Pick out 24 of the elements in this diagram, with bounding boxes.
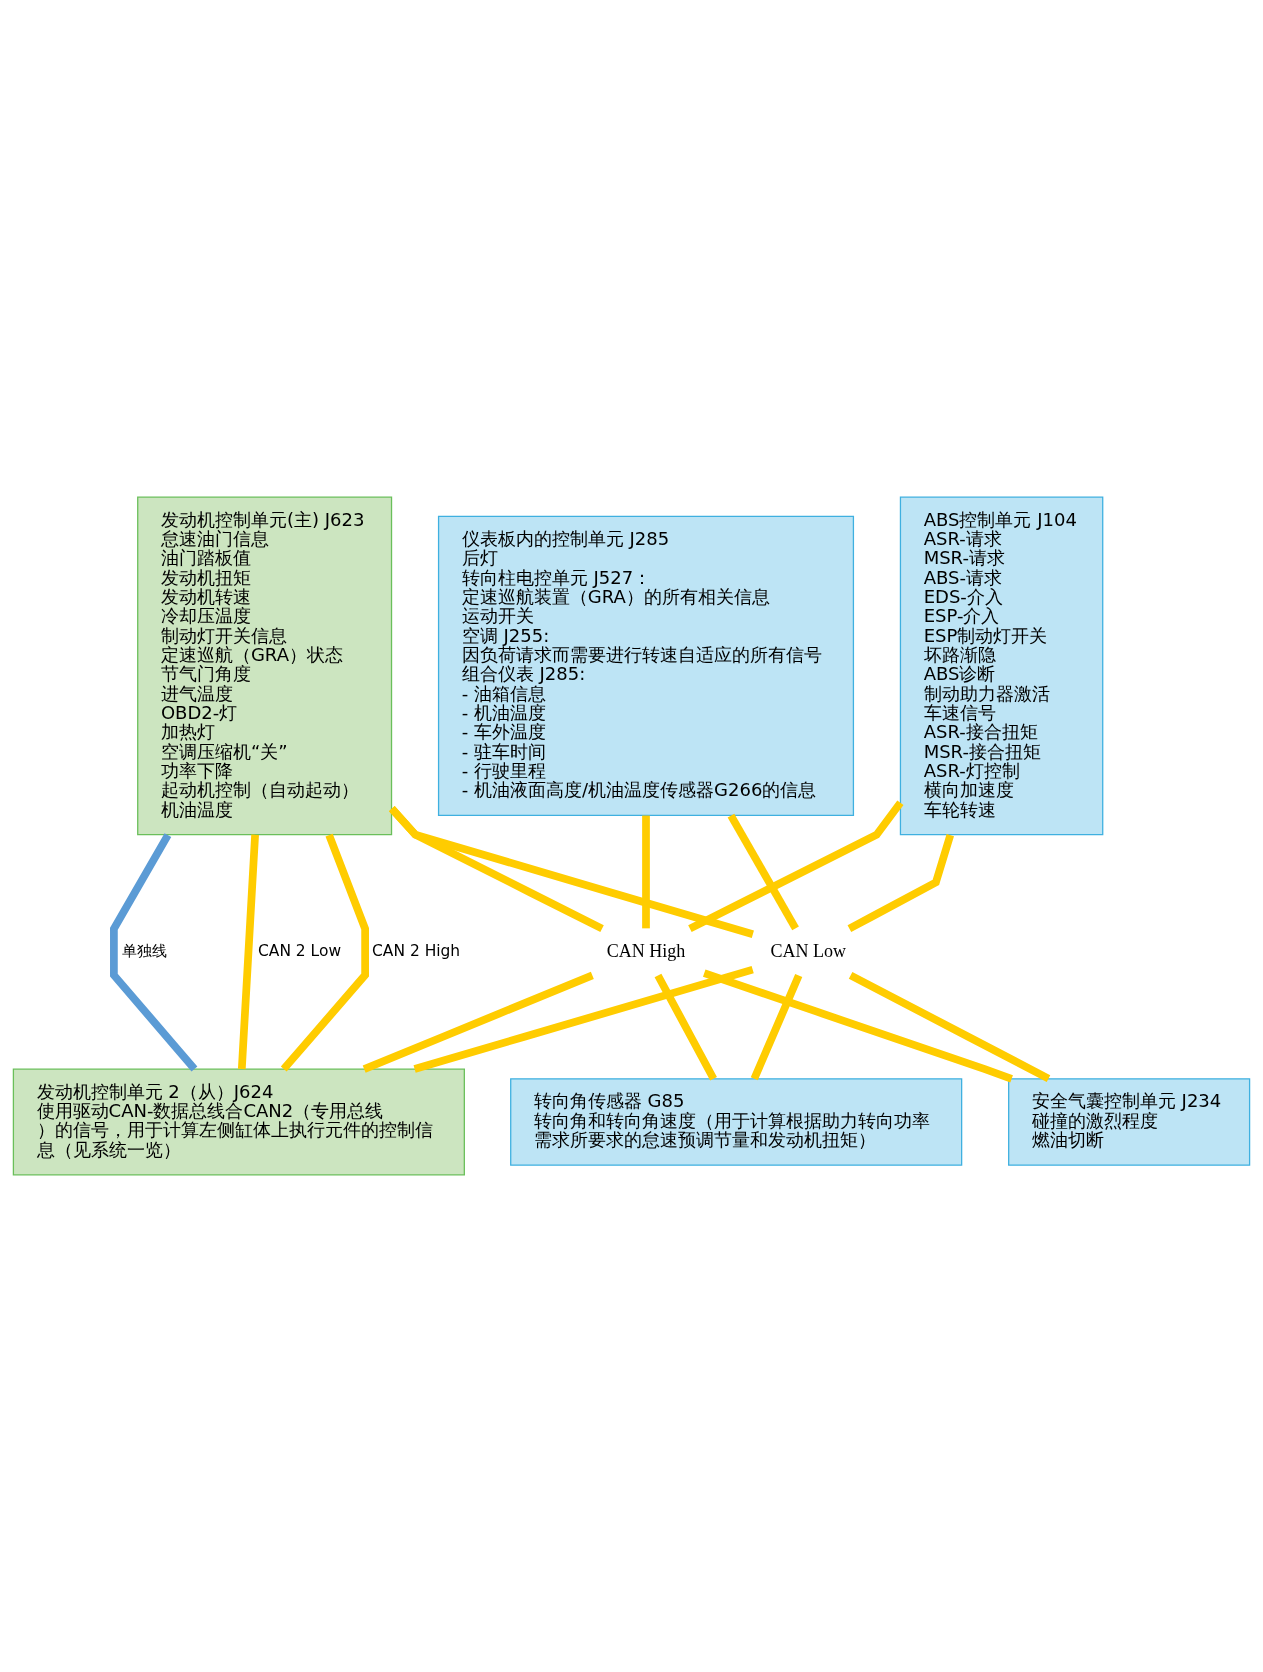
node-text: CAN High	[606, 940, 686, 961]
connector	[388, 805, 754, 938]
connector	[280, 833, 369, 1072]
connector	[362, 971, 594, 1073]
node-box: 发动机控制单元 2（从）J624 使用驱动CAN-数据总线合CAN2（专用总线）的信号，用于计算左侧缸体上执行元件的控制信息（见系统一览）	[12, 1068, 465, 1176]
connector	[110, 833, 198, 1072]
node-box: ABS控制单元 J104 ASR-请求 MSR-请求 ABS-请求 EDS-介入 ESP-介入 ESP制动灯开关 坏路渐隐 ABS诊断 制动助力器激活 车速信号 ASR-接合扭矩 MSR-接合扭矩 ASR-灯控制 横向加速度 车轮转速	[899, 496, 1104, 836]
connector	[750, 973, 803, 1081]
node-box: 仪表板内的控制单元 J285 后灯 转向柱电控单元 J527： 定速巡航装置（GRA）的所有相关信息 运动开关 空调 J255: 因负荷请求而需要进行转速自适应的所有信号 组合仪表 J285: - 油箱信息 - 机油温度 - 车外温度 - 驻车时间 - 行驶里程 - 机油液面高度/机油温度传感器G266的信息	[437, 515, 855, 817]
edge-label: CAN 2 Low	[258, 941, 342, 960]
edge-label: CAN 2 High	[372, 941, 461, 960]
node-box: 安全气囊控制单元 J234 碰撞的激烈程度 燃油切断	[1008, 1078, 1251, 1166]
connector	[413, 965, 754, 1073]
connector	[727, 813, 799, 931]
connector	[688, 800, 904, 933]
edge-label: 单独线	[122, 941, 168, 960]
node-text: CAN Low	[770, 940, 847, 961]
node-box: 发动机控制单元(主) J623 怠速油门信息 油门踏板值 发动机扭矩 发动机转速 冷却压温度 制动灯开关信息 定速巡航（GRA）状态 节气门角度 进气温度 OBD2-灯 加热灯 空调压缩机“关” 功率下降 起动机控制（自动起动） 机油温度	[137, 496, 393, 836]
connector	[237, 834, 259, 1070]
node-box: 转向角传感器 G85 转向角和转向角速度（用于计算根据助力转向功率需求所要求的怠速预调节量和发动机扭矩）	[510, 1078, 963, 1166]
connector	[848, 971, 1051, 1083]
connector	[654, 973, 717, 1081]
connector	[847, 834, 954, 933]
connector	[703, 969, 1013, 1083]
